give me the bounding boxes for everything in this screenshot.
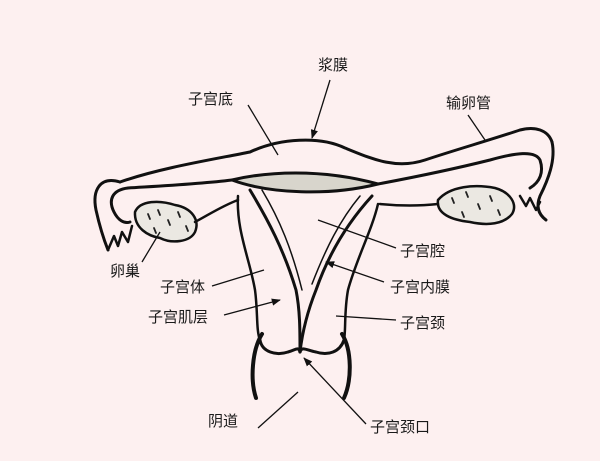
- right-ovarian-ligament: [378, 202, 440, 207]
- endometrium-right-2: [311, 195, 361, 285]
- label-cervix: 子宫颈: [400, 314, 446, 332]
- leader-fundus: [247, 104, 279, 156]
- uterus-left-wall: [236, 194, 262, 342]
- endometrium-left: [248, 188, 302, 354]
- label-serosa: 浆膜: [318, 56, 349, 74]
- leader-myometrium: [223, 298, 281, 316]
- left-tube-inner: [109, 178, 234, 224]
- serosa-outline: [118, 127, 554, 184]
- right-fimbriae: [518, 194, 542, 212]
- left-fimbriae: [106, 224, 134, 252]
- leader-vagina: [257, 391, 299, 429]
- uterine-cavity-top: [230, 171, 380, 194]
- right-ovary: [436, 184, 516, 226]
- leader-serosa: [310, 79, 331, 139]
- label-vagina: 阴道: [208, 412, 239, 430]
- right-tube-outer: [536, 140, 555, 222]
- right-tube-inner: [376, 152, 544, 190]
- ovary-follicle-marks: [147, 191, 501, 234]
- leader-external-os: [303, 357, 367, 425]
- label-uterine-body: 子宫体: [160, 278, 206, 296]
- label-ovary: 卵巢: [110, 262, 141, 280]
- endometrium-left-2: [261, 189, 303, 291]
- leader-ovary: [141, 231, 161, 263]
- leader-tube: [467, 114, 486, 141]
- left-ovary: [133, 200, 198, 243]
- vagina-left-wall: [250, 332, 264, 400]
- label-endometrium: 子宫内膜: [390, 278, 451, 296]
- left-tube-outer: [93, 179, 122, 252]
- leader-cervix: [335, 315, 397, 321]
- cervix-right-lip: [298, 338, 346, 355]
- cervix-left-lip: [258, 338, 302, 355]
- label-fundus: 子宫底: [188, 90, 234, 108]
- uterus-right-wall: [342, 202, 380, 342]
- leader-body: [211, 269, 265, 287]
- label-uterine-cavity: 子宫腔: [400, 242, 446, 260]
- left-ovarian-ligament: [193, 198, 240, 224]
- label-myometrium: 子宫肌层: [148, 308, 209, 326]
- label-external-os: 子宫颈口: [370, 418, 431, 436]
- label-fallopian-tube: 输卵管: [446, 94, 492, 112]
- leader-cavity: [317, 219, 397, 249]
- leader-endometrium: [325, 261, 385, 283]
- vagina-right-wall: [340, 332, 352, 400]
- endometrium-right: [298, 194, 374, 354]
